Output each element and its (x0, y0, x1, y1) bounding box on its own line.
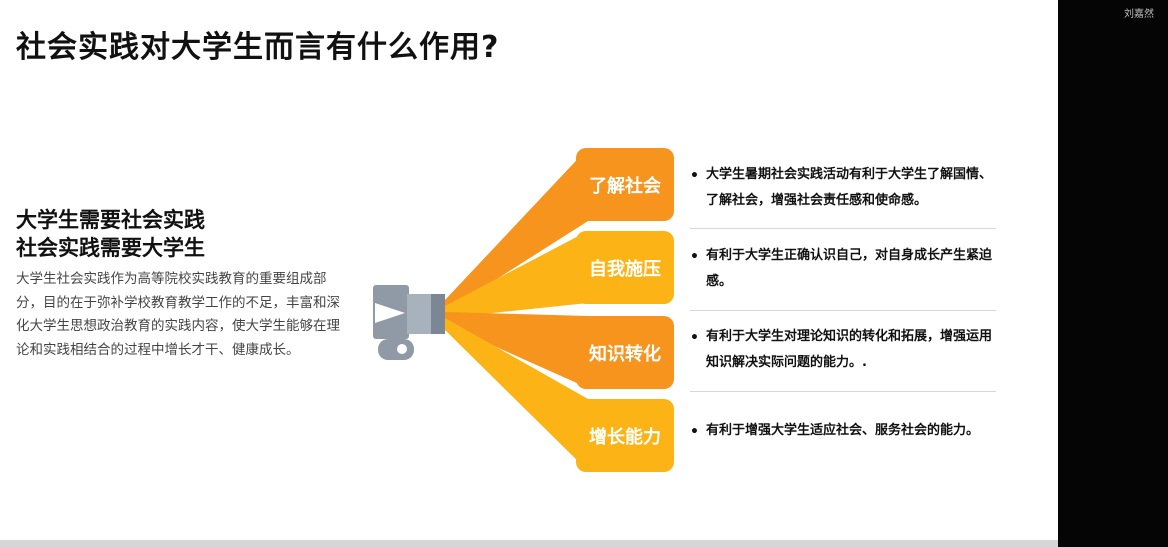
fan-diagram (373, 148, 588, 471)
desc-self-pressure: 有利于大学生正确认识自己，对自身成长产生紧迫感。 (706, 248, 993, 289)
pill-self-pressure: 自我施压 (576, 231, 674, 304)
divider-3 (690, 391, 996, 392)
desc-knowledge-transform: 有利于大学生对理论知识的转化和拓展，增强运用知识解决实际问题的能力。. (706, 329, 993, 370)
fan-wedge-4 (445, 318, 588, 471)
slide-title: 社会实践对大学生而言有什么作用? (16, 30, 500, 65)
pill-knowledge-transform: 知识转化 (576, 316, 674, 389)
fan-wedge-2 (445, 231, 588, 318)
participant-name: 刘嘉然 (1124, 9, 1154, 20)
desc-grow-ability: 有利于增强大学生适应社会、服务社会的能力。 (706, 423, 980, 438)
fan-wedge-1 (445, 148, 588, 312)
slide: 社会实践对大学生而言有什么作用? 大学生需要社会实践 社会实践需要大学生 大学生… (0, 0, 1058, 547)
subtitle-line-2: 社会实践需要大学生 (16, 236, 205, 260)
bullet-1: • (690, 168, 699, 184)
divider-2 (690, 310, 996, 311)
desc-understand-society: 大学生暑期社会实践活动有利于大学生了解国情、了解社会，增强社会责任感和使命感。 (706, 167, 993, 208)
pill-understand-society: 了解社会 (576, 148, 674, 221)
pill-grow-ability: 增长能力 (576, 399, 674, 472)
bullet-4: • (690, 424, 699, 440)
bullet-2: • (690, 249, 699, 265)
camera-icon (373, 285, 445, 360)
fan-wedge-3 (445, 312, 588, 388)
bullet-3: • (690, 330, 699, 346)
intro-paragraph: 大学生社会实践作为高等院校实践教育的重要组成部分，目的在于弥补学校教育教学工作的… (16, 271, 340, 358)
divider-1 (690, 228, 996, 229)
subtitle-line-1: 大学生需要社会实践 (16, 208, 205, 232)
bottom-bar (0, 540, 1058, 547)
participant-panel: 刘嘉然 (1058, 0, 1168, 547)
